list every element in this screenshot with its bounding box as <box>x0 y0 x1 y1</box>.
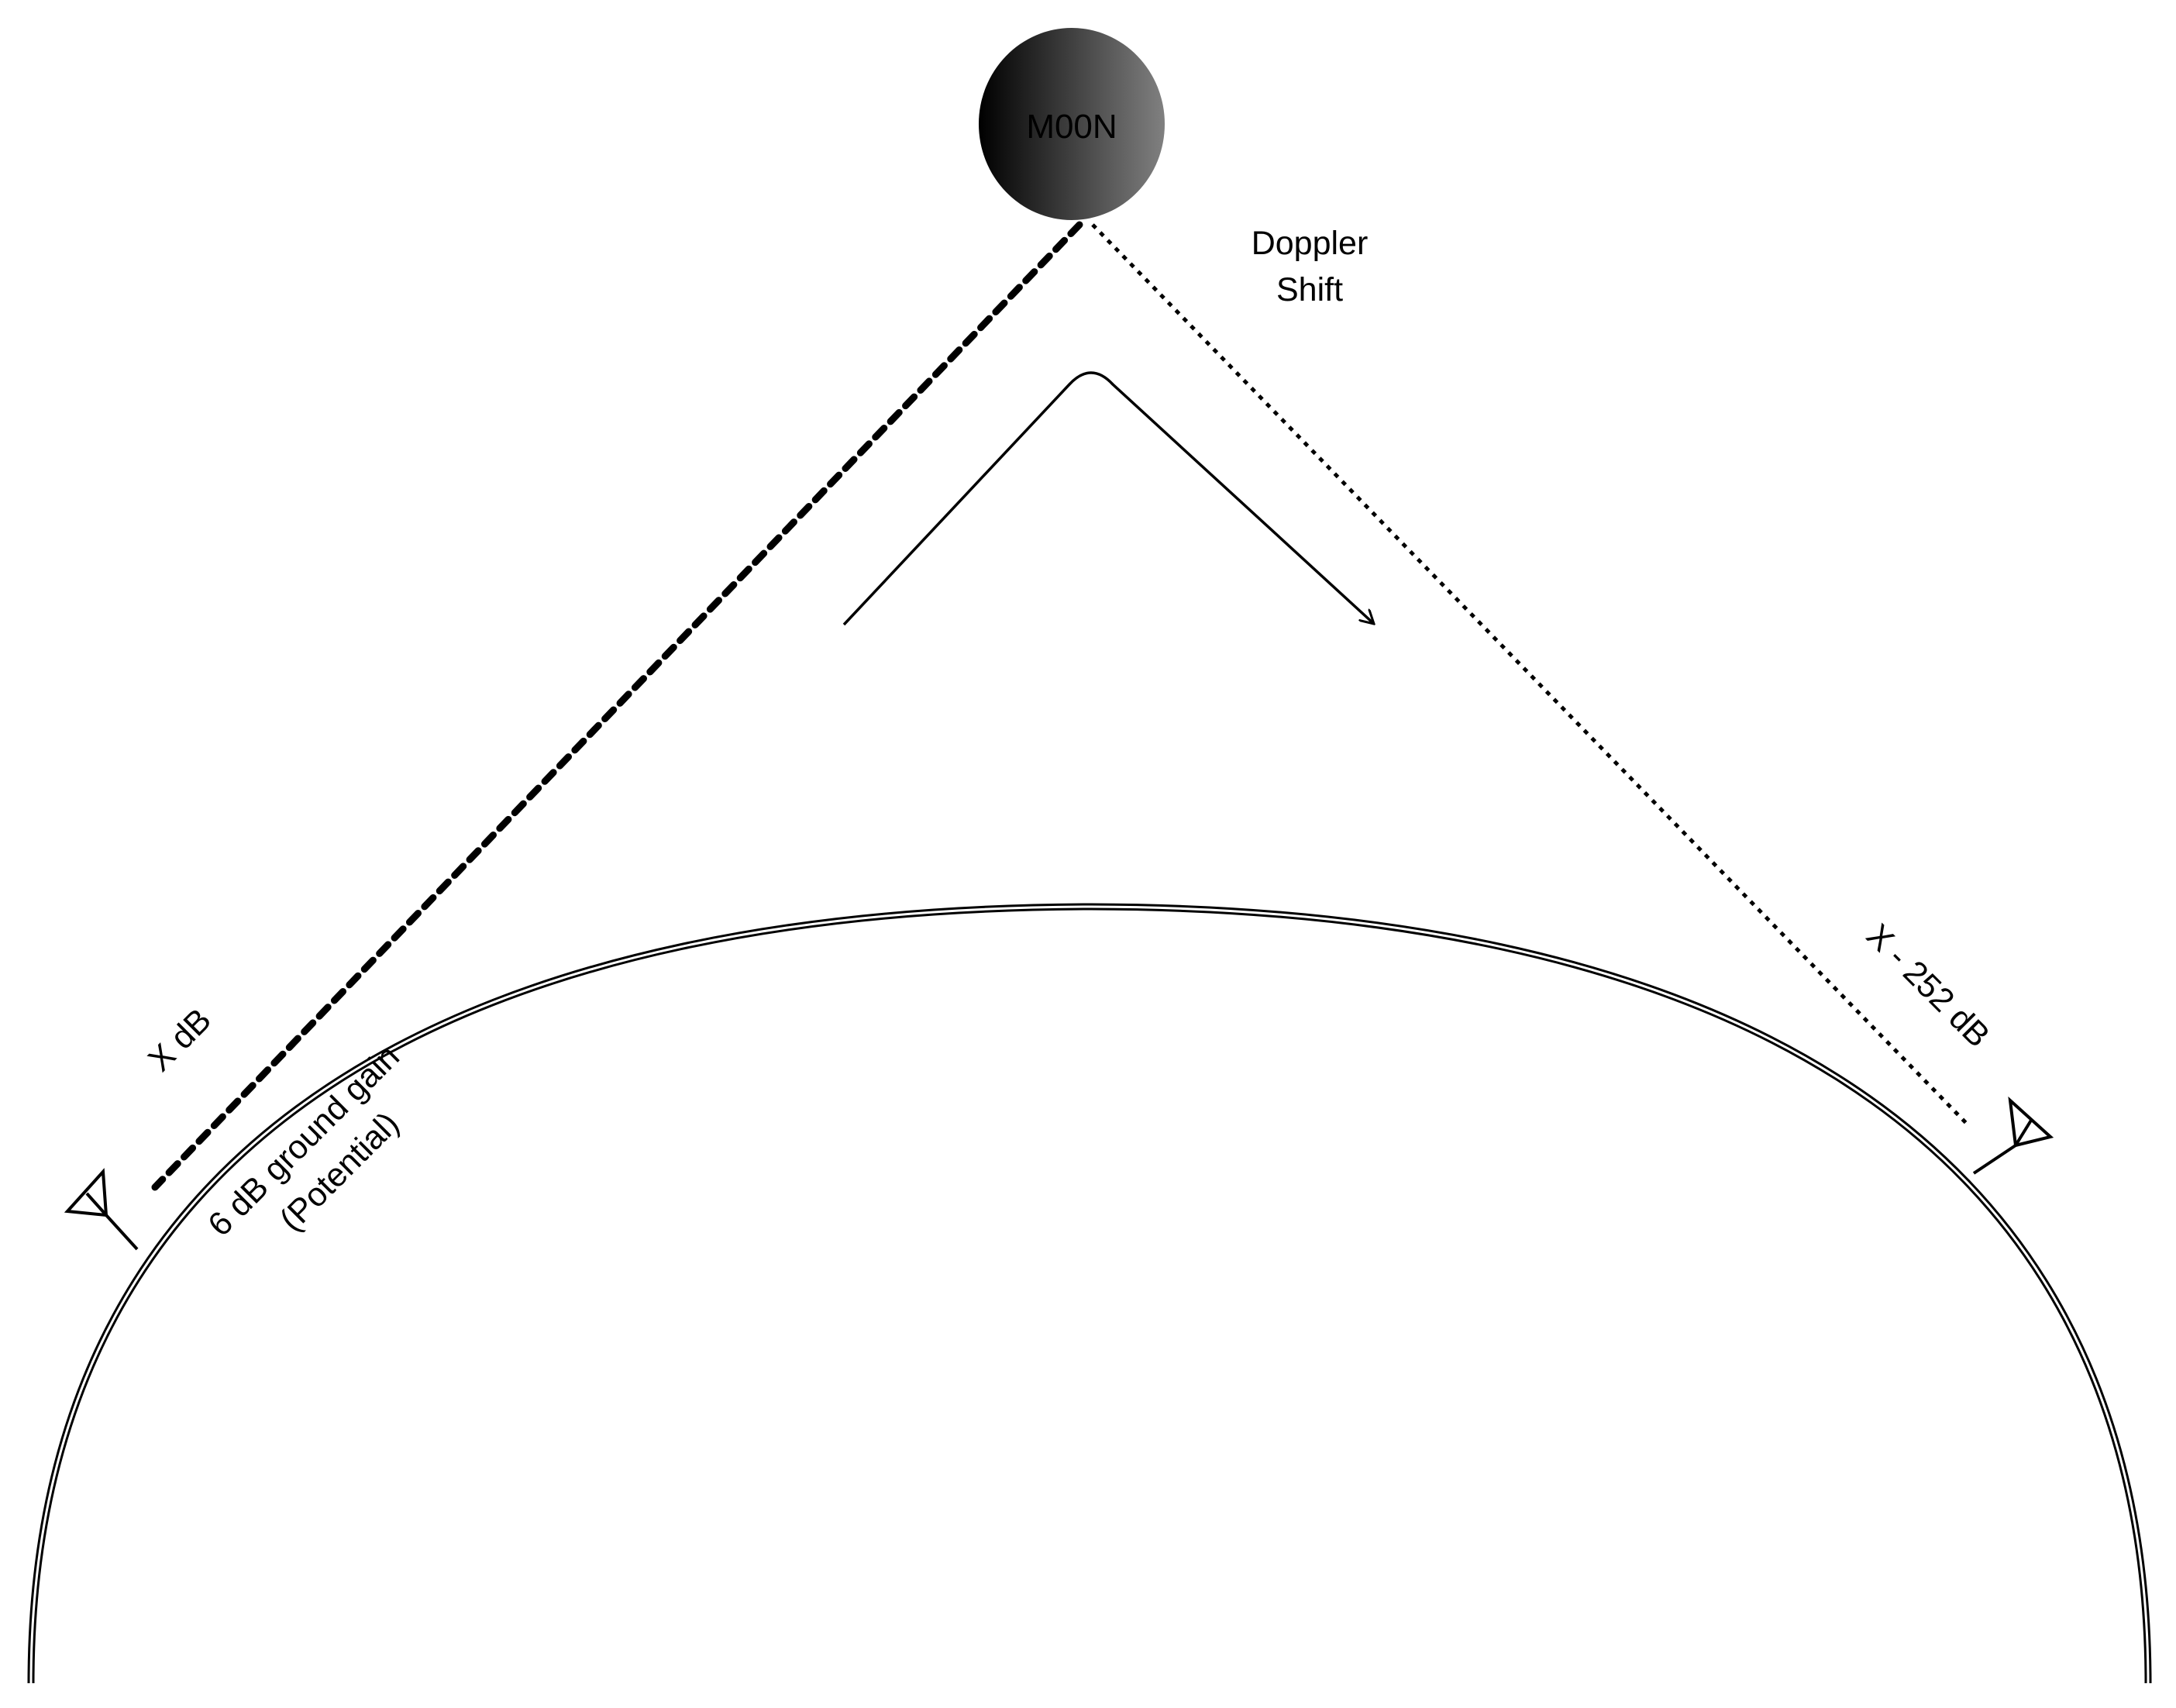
doppler-label-line2: Shift <box>1276 271 1343 308</box>
left-antenna-icon <box>64 1168 139 1251</box>
moon: M00N <box>979 28 1165 220</box>
doppler-label-line1: Doppler <box>1252 225 1369 262</box>
uplink-label: X dB <box>141 1001 219 1079</box>
uplink-path <box>151 221 1083 1191</box>
signal-direction-arrow <box>842 371 1374 626</box>
right-antenna-icon <box>1972 1096 2054 1175</box>
earth-surface <box>27 903 2152 1684</box>
downlink-path <box>1091 223 1968 1124</box>
moon-label: M00N <box>1026 108 1117 146</box>
